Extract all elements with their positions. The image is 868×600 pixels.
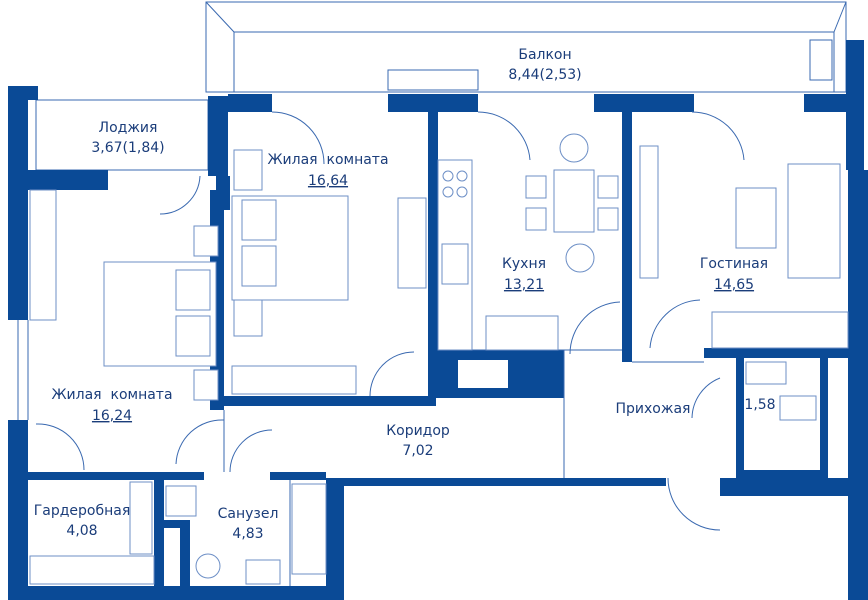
bathroom-area: 4,83 bbox=[232, 526, 263, 542]
wc-area: 1,58 bbox=[744, 397, 775, 413]
balcony-name: Балкон bbox=[518, 47, 571, 63]
corridor-name: Коридор bbox=[386, 423, 450, 439]
kitchen-name: Кухня bbox=[502, 256, 546, 272]
living-area: 14,65 bbox=[714, 277, 754, 293]
bedroom2-name: Жилая комната bbox=[51, 387, 172, 403]
loggia-area: 3,67(1,84) bbox=[91, 140, 164, 156]
bedroom1-area: 16,64 bbox=[308, 173, 348, 189]
walls bbox=[8, 40, 868, 600]
balcony-area: 8,44(2,53) bbox=[508, 67, 581, 83]
wardrobe-area: 4,08 bbox=[66, 523, 97, 539]
corridor-area: 7,02 bbox=[402, 443, 433, 459]
bathroom-name: Санузел bbox=[218, 506, 279, 522]
kitchen-area: 13,21 bbox=[504, 277, 544, 293]
bedroom1-name: Жилая комната bbox=[267, 152, 388, 168]
room-labels: Балкон 8,44(2,53) Лоджия 3,67(1,84) Жила… bbox=[34, 47, 776, 542]
wardrobe-name: Гардеробная bbox=[34, 503, 131, 519]
loggia-name: Лоджия bbox=[99, 120, 158, 136]
doors bbox=[35, 111, 745, 531]
living-name: Гостиная bbox=[700, 256, 768, 272]
furniture bbox=[29, 133, 849, 585]
hall-name: Прихожая bbox=[616, 401, 691, 417]
bedroom2-area: 16,24 bbox=[92, 408, 132, 424]
